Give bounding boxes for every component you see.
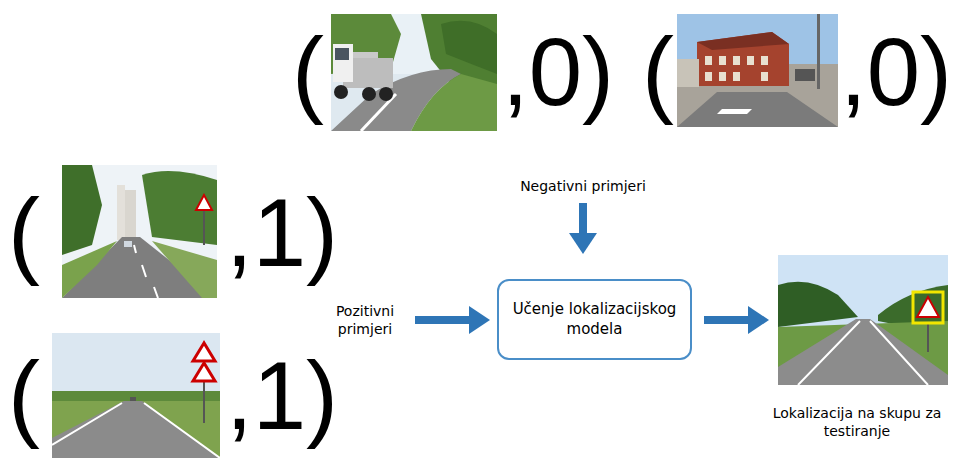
detection-box bbox=[913, 292, 943, 323]
arrow-shaft bbox=[704, 316, 750, 324]
caption-label: Lokalizacija na skupu za testiranje bbox=[762, 404, 952, 440]
arrow-shaft bbox=[415, 316, 471, 324]
group-label: Negativni primjeri bbox=[493, 177, 673, 195]
tuple-paren: ( bbox=[8, 348, 40, 444]
arrow-shaft bbox=[579, 203, 587, 235]
tuple-value: ,0) bbox=[502, 24, 614, 120]
tuple-value: ,1) bbox=[226, 185, 338, 281]
road-photo bbox=[52, 333, 220, 458]
road-photo bbox=[331, 14, 497, 131]
box-text: Učenje lokalizacijskog modela bbox=[509, 300, 680, 339]
result-photo bbox=[778, 255, 948, 385]
tuple-value: ,0) bbox=[840, 24, 952, 120]
arrow-head bbox=[569, 233, 597, 254]
arrow-head bbox=[469, 306, 490, 334]
process-box: Učenje lokalizacijskog modela bbox=[497, 279, 692, 360]
arrow-head bbox=[748, 306, 769, 334]
tuple-paren: ( bbox=[8, 185, 40, 281]
tuple-paren: ( bbox=[642, 24, 674, 120]
group-label: Pozitivni primjeri bbox=[315, 302, 415, 338]
road-photo bbox=[677, 14, 838, 127]
tuple-value: ,1) bbox=[226, 348, 338, 444]
road-photo bbox=[62, 165, 217, 298]
tuple-paren: ( bbox=[292, 24, 324, 120]
